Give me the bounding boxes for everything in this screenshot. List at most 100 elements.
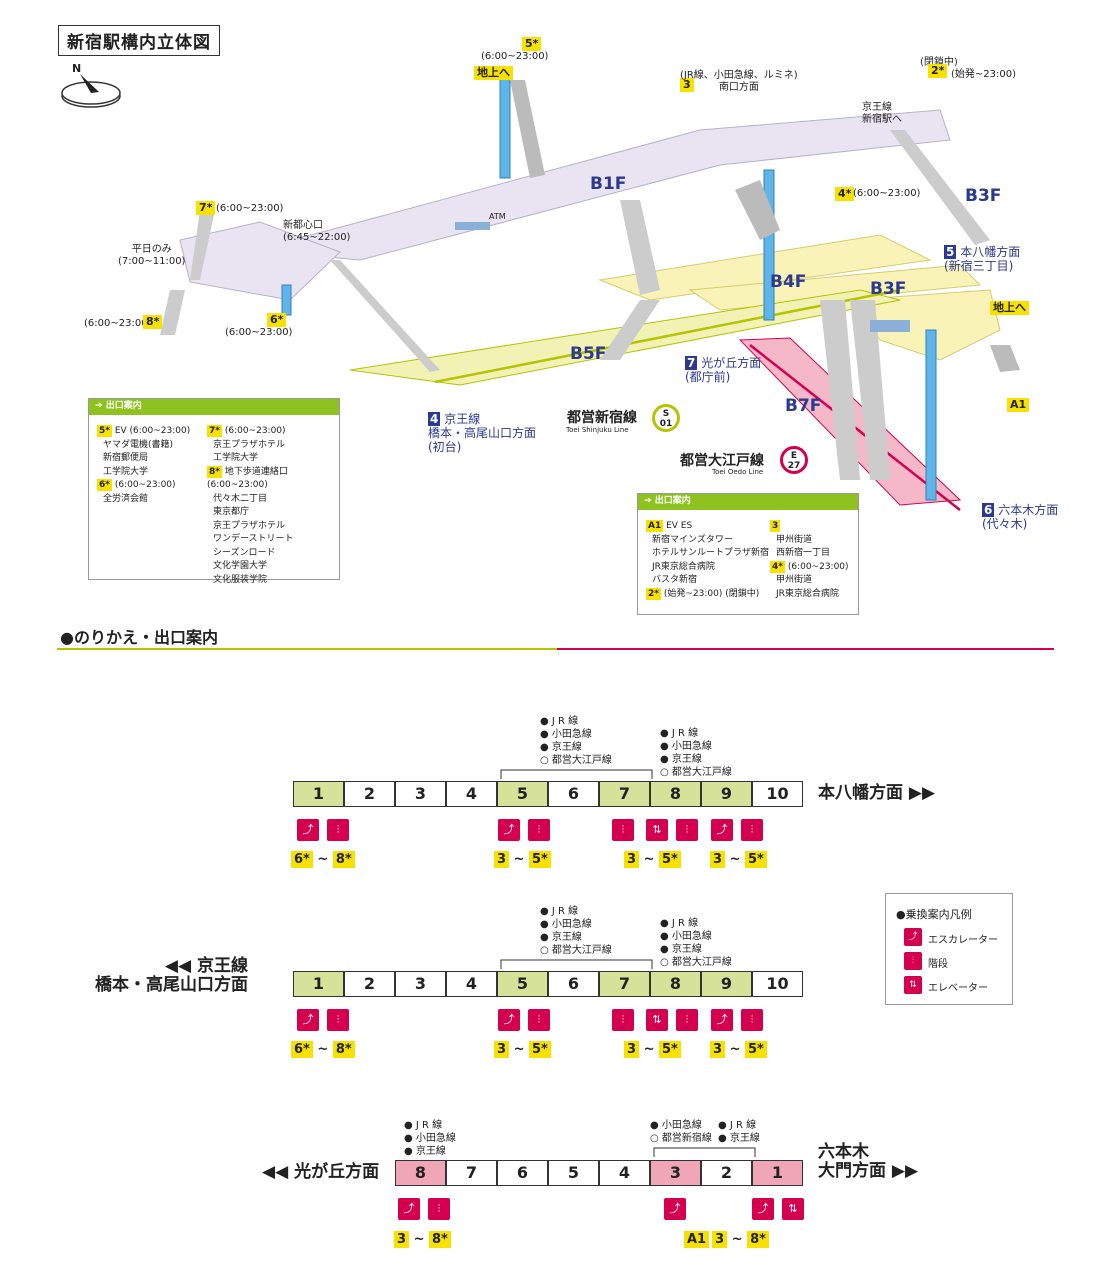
train1-transfer-bracket [500,769,653,779]
exit-info-line: 4* (6:00~23:00) [770,560,849,573]
transfer-line: ● J R 線 [540,716,579,727]
train-car: 4 [599,1160,650,1186]
exit-info-line: 7* (6:00~23:00) [207,425,286,437]
stairs-icon: ⫶ [741,1009,763,1031]
exit-8-marker[interactable]: 8* [143,315,163,329]
legend-item-elevator: エレベーター [928,983,988,994]
stairs-icon: ⫶ [741,819,763,841]
stairs-icon: ⫶ [612,1009,634,1031]
exit-info-line: 3 [770,520,781,532]
transfer-line: ○ 都営新宿線 [650,1133,712,1144]
station-3d-map [160,77,1020,511]
escalator-icon: ⤴ [711,1009,733,1031]
exit-info-line: 5* EV (6:00~23:00) [97,425,191,437]
shinjuku-line-en: Toei Shinjuku Line [566,426,629,434]
label-keio-shinjuku: 京王線 新宿駅へ [862,102,902,125]
train-car: 8 [395,1160,446,1186]
exit-info-line: ホテルサンルートプラザ新宿 [652,548,770,558]
exit-info-line: 西新宿一丁目 [776,548,831,558]
escalator-icon: ⤴ [297,1009,319,1031]
legend-item-stairs: 階段 [928,959,948,970]
exit-5-ground: 地上へ [474,66,513,80]
train-car: 7 [599,781,650,807]
train-car: 7 [446,1160,497,1186]
train1-transfer-b: ● J R 線● 小田急線● 京王線○ 都営大江戸線 [660,727,732,779]
exit-3-marker[interactable]: 3 [680,78,694,92]
train-car: 9 [701,781,752,807]
exit-info-line: 甲州街道 [776,534,813,545]
dir-7-label: 7 光が丘方面 (都庁前) [685,356,762,384]
page-title: 新宿駅構内立体図 [58,25,220,56]
transfer-line: ● 小田急線 [540,729,592,740]
label-shintoshin: 新都心口 (6:45~22:00) [283,220,351,243]
exit-info-line: 文化学園大学 [213,561,268,571]
train2-exits-group3: 3 ~ 5* [624,1041,681,1058]
exit-info-line: 8* 地下歩道連絡口 (6:00~23:00) [207,465,288,490]
exit-6-marker[interactable]: 6* [267,313,287,327]
train3-exits-group1: 3 ~ 8* [394,1231,451,1248]
stairs-icon: ⫶ [676,1009,698,1031]
elevator-icon: ⇅ [904,976,922,994]
exit-info-line: 甲州街道 [776,575,813,585]
exit-info-line: バスタ新宿 [652,575,698,585]
stairs-icon: ⫶ [612,819,634,841]
train2-exits-group1: 6* ~ 8* [291,1041,355,1058]
train-car: 6 [497,1160,548,1186]
label-jr-south: (JR線、小田急線、ルミネ) 南口方面 [680,70,798,93]
floor-b4f: B4F [770,272,807,292]
train2-transfer-a: ● J R 線 ● 小田急線 ● 京王線 ○ 都営大江戸線 [540,905,612,957]
exit-info-line: JR東京総合病院 [776,588,839,599]
exit-info-line: 全労済会館 [103,493,149,504]
stairs-icon: ⫶ [528,1009,550,1031]
exit-5-hours: (6:00~23:00) [481,51,549,62]
exit-4-marker[interactable]: 4* [835,187,855,201]
transfer-line: ○ 都営大江戸線 [540,945,612,956]
exit-2-hours: (始発~23:00) [951,69,1016,80]
floor-b1f: B1F [590,174,627,194]
train1-exits-group2: 3 ~ 5* [494,851,551,868]
train1-exits-group4: 3 ~ 5* [710,851,767,868]
compass-label: N [72,62,82,75]
exit-info-line: 新宿マインズタワー [652,534,733,545]
train-car: 2 [344,781,395,807]
train-car: 6 [548,781,599,807]
transfer-line: ● J R 線 [718,1120,757,1131]
exit-info-line: 文化服装学院 [213,574,268,585]
floor-b5f: B5F [570,344,607,364]
train2-transfer-bracket [500,959,653,969]
transfer-line: ● 京王線 [718,1133,760,1144]
transfer-line: ● 小田急線 [540,919,592,930]
exit-a1-marker[interactable]: A1 [1007,398,1030,412]
train3-direction-left: ◀◀ 光が丘方面 [262,1162,380,1182]
train3-transfer-b: ● 小田急線 ○ 都営新宿線 [650,1119,712,1145]
floor-b7f: B7F [785,396,822,416]
exit-2-marker[interactable]: 2* [928,64,948,78]
transfer-line: ● 京王線 [540,742,582,753]
stairs-icon: ⫶ [327,819,349,841]
transfer-line: ● J R 線 [540,906,579,917]
exit-info-line: A1 EV ES [646,520,693,532]
train3-transfer-a: ● J R 線● 小田急線● 京王線 [404,1119,456,1158]
train-car: 4 [446,971,497,997]
train-car: 8 [650,971,701,997]
oedo-line-en: Toei Oedo Line [712,468,764,476]
shinjuku-line-name: 都営新宿線 [567,410,637,426]
stairs-icon: ⫶ [676,819,698,841]
transfer-line: ● 京王線 [540,932,582,943]
exit-7-marker[interactable]: 7* [196,201,216,215]
section-rule-pink [557,648,1054,650]
stairs-icon: ⫶ [428,1198,450,1220]
exit-info-line: ヤマダ電機(書籍) [103,439,174,450]
transfer-line: ○ 都営大江戸線 [660,957,732,968]
legend-item-escalator: エスカレーター [928,935,998,946]
dir-4-label: 4 京王線 橋本・高尾山口方面 (初台) [428,412,537,454]
exit-info-line: 6* (6:00~23:00) [97,479,176,491]
exit-info-line: 工学院大学 [213,453,259,463]
exit-a1-ground: 地上へ [990,301,1029,315]
transfer-line: ● 小田急線 [650,1120,702,1131]
stairs-icon: ⫶ [528,819,550,841]
exit-5-marker[interactable]: 5* [522,37,542,51]
